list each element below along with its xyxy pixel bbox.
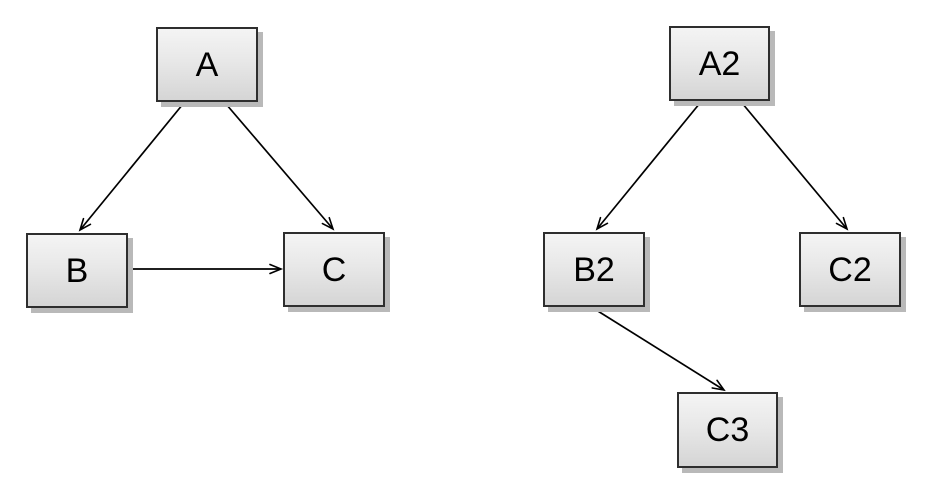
node-A[interactable]: A [156,27,258,102]
node-B2[interactable]: B2 [543,232,645,307]
node-label: A [195,45,219,84]
node-label: C3 [705,411,750,449]
node-C3[interactable]: C3 [677,392,778,468]
node-label: B [65,251,89,290]
node-A2[interactable]: A2 [669,26,770,101]
node-label: B2 [573,250,615,289]
node-label: C2 [828,250,872,289]
node-label: A2 [698,44,741,83]
node-C[interactable]: C [283,232,385,307]
node-B[interactable]: B [26,233,128,308]
node-C2[interactable]: C2 [799,232,901,307]
node-label: C [321,250,347,289]
